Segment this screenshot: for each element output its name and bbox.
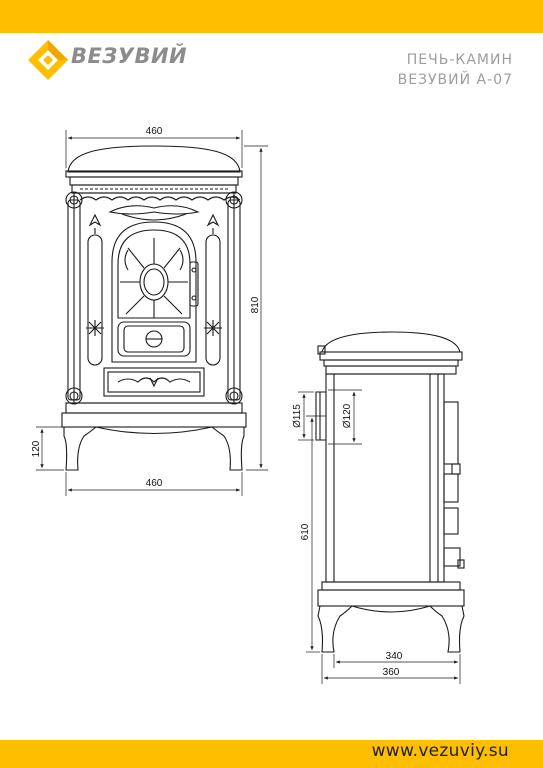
- bottom-accent-bar: [0, 740, 543, 768]
- side-top-rim: [319, 351, 463, 361]
- side-depth-outer-label: 360: [383, 667, 400, 678]
- side-view: [315, 331, 465, 653]
- front-height-label: 810: [250, 296, 261, 313]
- left-column-bottom-boss: [65, 387, 83, 405]
- door-latch: [189, 261, 199, 307]
- right-column-top-boss: [225, 191, 243, 209]
- flue-outer-diameter-label: Ø120: [342, 403, 353, 428]
- crest-ornament: [108, 205, 200, 215]
- ash-panel: [117, 321, 191, 357]
- side-top-cap: [321, 331, 461, 353]
- side-depth-inner-label: 340: [386, 651, 403, 662]
- front-bottom-width-label: 460: [146, 478, 163, 489]
- left-panel: [87, 234, 103, 366]
- side-base: [321, 581, 461, 591]
- flue-height-label: 610: [300, 523, 311, 540]
- right-column-bottom-boss: [225, 387, 243, 405]
- flue-diameter-label: Ø115: [292, 404, 303, 428]
- front-right-leg: [210, 426, 245, 471]
- brand-name: ВЕЗУВИЙ: [71, 44, 188, 68]
- side-drawer-profile: [443, 507, 459, 535]
- front-left-leg: [63, 426, 98, 471]
- product-title-line2: ВЕЗУВИЙ А-07: [397, 72, 513, 88]
- top-accent-bar: [0, 0, 543, 33]
- front-top-cap: [67, 145, 241, 173]
- ash-drawer: [103, 367, 205, 397]
- brand-logo: ВЕЗУВИЙ: [26, 36, 226, 86]
- side-rear-leg: [317, 605, 354, 653]
- vezuviy-logo-icon: [28, 40, 68, 80]
- front-top-width-label: 460: [146, 126, 163, 137]
- side-front-leg: [428, 605, 465, 653]
- side-door-profile: [443, 401, 459, 465]
- website-link[interactable]: www.vezuviy.su: [371, 741, 509, 761]
- product-title: ПЕЧЬ-КАМИН ВЕЗУВИЙ А-07: [398, 50, 513, 90]
- front-view: [61, 145, 247, 471]
- front-dimensions: [36, 130, 268, 496]
- right-panel: [205, 234, 221, 366]
- side-dimensions: [298, 389, 461, 684]
- left-column-top-boss: [65, 191, 83, 209]
- front-leg-height-label: 120: [31, 440, 42, 457]
- front-base: [65, 402, 243, 414]
- drawer-ornament: [117, 377, 191, 383]
- fire-door: [111, 221, 197, 363]
- product-title-line1: ПЕЧЬ-КАМИН: [406, 52, 513, 68]
